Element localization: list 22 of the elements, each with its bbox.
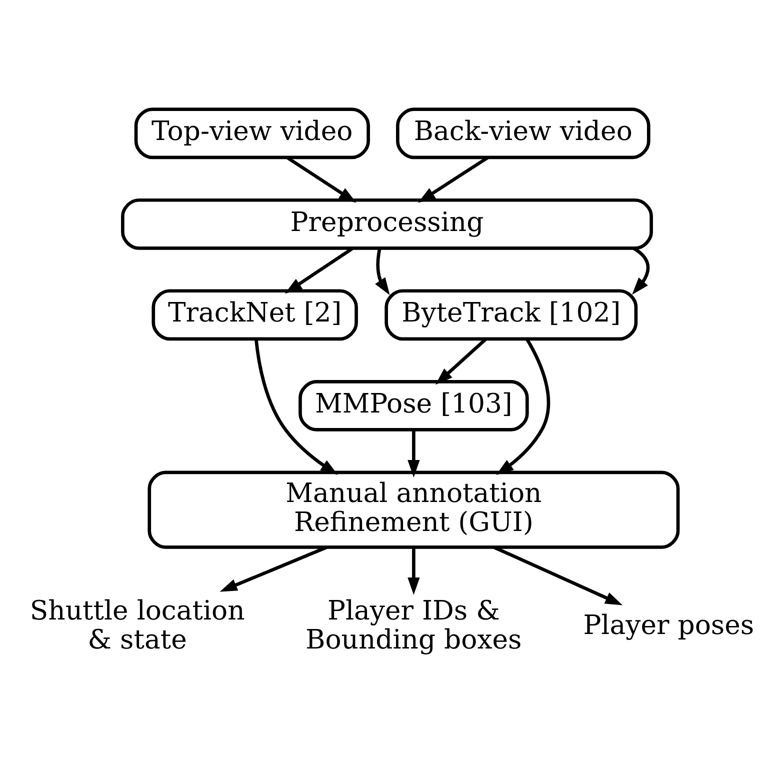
- node-box: Preprocessing: [121, 198, 653, 250]
- node-box: MMPose [103]: [298, 380, 529, 431]
- arrow: [220, 545, 328, 592]
- node-text: Player poses: [583, 609, 754, 640]
- arrow: [408, 430, 420, 477]
- arrow: [435, 338, 487, 384]
- arrow: [632, 246, 650, 294]
- node-text: Player IDs & Bounding boxes: [306, 594, 522, 656]
- arrow: [493, 545, 623, 605]
- node-box: Back-view video: [396, 107, 650, 159]
- arrow: [375, 248, 390, 295]
- node-box: ByteTrack [102]: [384, 288, 638, 340]
- node-text: Shuttle location & state: [30, 594, 245, 656]
- arrow: [254, 338, 338, 474]
- arrow: [284, 246, 354, 294]
- arrow: [286, 156, 356, 202]
- arrow: [418, 156, 489, 202]
- arrow: [408, 546, 420, 594]
- node-box: Top-view video: [134, 107, 370, 159]
- arrow: [496, 338, 550, 475]
- node-box: TrackNet [2]: [152, 288, 358, 340]
- node-box: Manual annotation Refinement (GUI): [148, 470, 680, 548]
